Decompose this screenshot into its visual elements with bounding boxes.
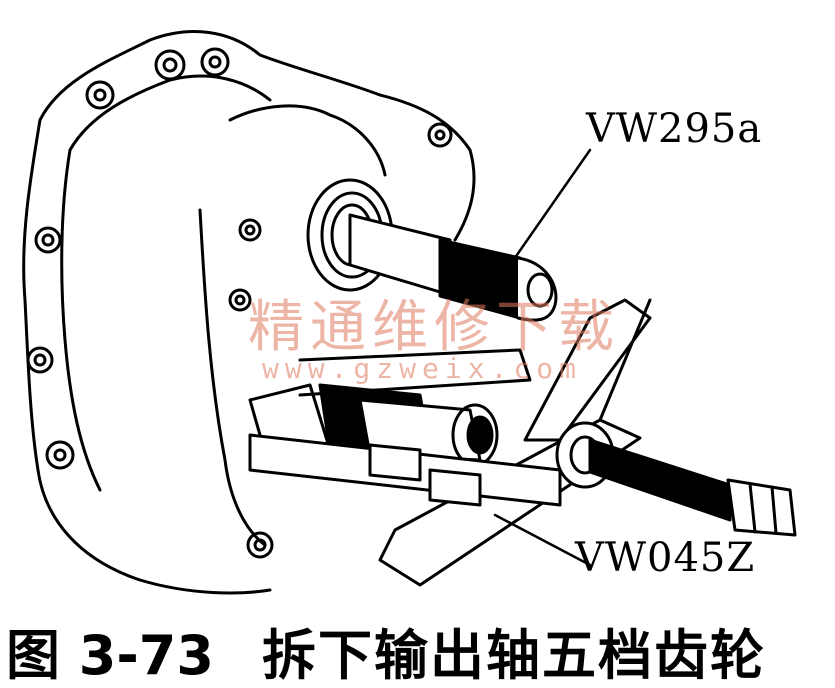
housing-face — [60, 74, 272, 492]
intermediate-plate — [198, 104, 387, 547]
figure-title: 拆下输出轴五档齿轮 — [262, 624, 766, 687]
gearbox-illustration — [22, 30, 797, 595]
callout-vw295a: VW295a — [586, 106, 763, 152]
housing-outline — [22, 30, 476, 595]
watermark-url: www.gzweix.com — [262, 352, 583, 385]
leader-vw295a — [510, 148, 592, 264]
leader-vw045z — [493, 513, 592, 567]
figure-number: 图 3-73 — [6, 624, 214, 687]
tool-vw045z — [248, 298, 797, 587]
bolt-bosses — [26, 47, 453, 559]
tool-vw295a — [348, 213, 558, 322]
watermark-chinese: 精通维修下载 — [248, 295, 620, 360]
figure-caption: 图 3-73 拆下输出轴五档齿轮 — [0, 605, 835, 688]
callout-vw045z: VW045Z — [575, 535, 756, 581]
gear-cluster — [248, 348, 532, 472]
